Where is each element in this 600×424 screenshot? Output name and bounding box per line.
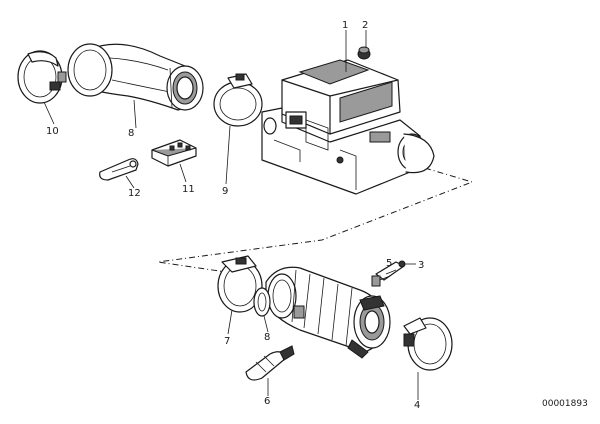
part-8-intake-boot <box>67 43 204 111</box>
part-4-clamp <box>403 317 453 371</box>
part-3-sensor <box>371 260 406 287</box>
callout-8: 8 <box>264 332 270 343</box>
callout-4: 4 <box>414 400 420 411</box>
assembly-line <box>157 167 474 273</box>
callout-11: 11 <box>182 184 195 195</box>
callout-3: 3 <box>418 260 424 271</box>
callout-5: 5 <box>386 258 392 269</box>
part-7-clamp <box>217 255 263 313</box>
callout-9: 9 <box>222 186 228 197</box>
callout-2: 2 <box>362 20 368 31</box>
callout-10: 10 <box>46 126 59 137</box>
part-2-grommet <box>357 46 371 60</box>
callout-6: 6 <box>264 396 270 407</box>
document-id: 00001893 <box>542 399 588 409</box>
part-6-plug <box>245 345 295 381</box>
part-11-connector <box>151 139 197 167</box>
part-12-bracket <box>99 158 139 181</box>
leader-lines <box>43 30 419 400</box>
lower-intake-boot <box>265 266 391 359</box>
callout-labels: 1 2 3 4 5 6 7 8 9 10 11 8 12 <box>46 20 424 411</box>
callout-7: 7 <box>224 336 230 347</box>
part-1-air-flow-meter <box>261 59 435 195</box>
part-9-clamp <box>213 73 263 127</box>
callout-12: 12 <box>128 188 141 199</box>
part-10-clamp <box>17 50 67 104</box>
part-8-ring <box>253 287 271 317</box>
callout-8-upper: 8 <box>128 128 134 139</box>
callout-1: 1 <box>342 20 348 31</box>
